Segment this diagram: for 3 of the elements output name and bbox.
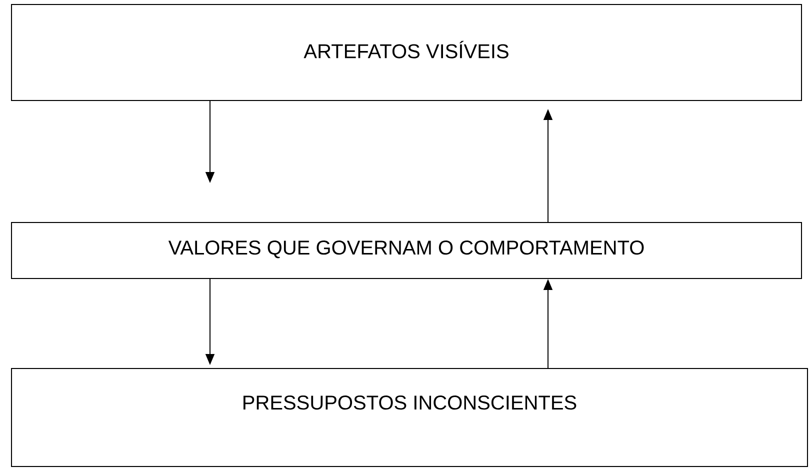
text-box: ARTEFATOS VISÍVEIS (11, 4, 802, 101)
text-box: PRESSUPOSTOS INCONSCIENTES (11, 368, 808, 467)
text-box: VALORES QUE GOVERNAM O COMPORTAMENTO (11, 222, 802, 279)
